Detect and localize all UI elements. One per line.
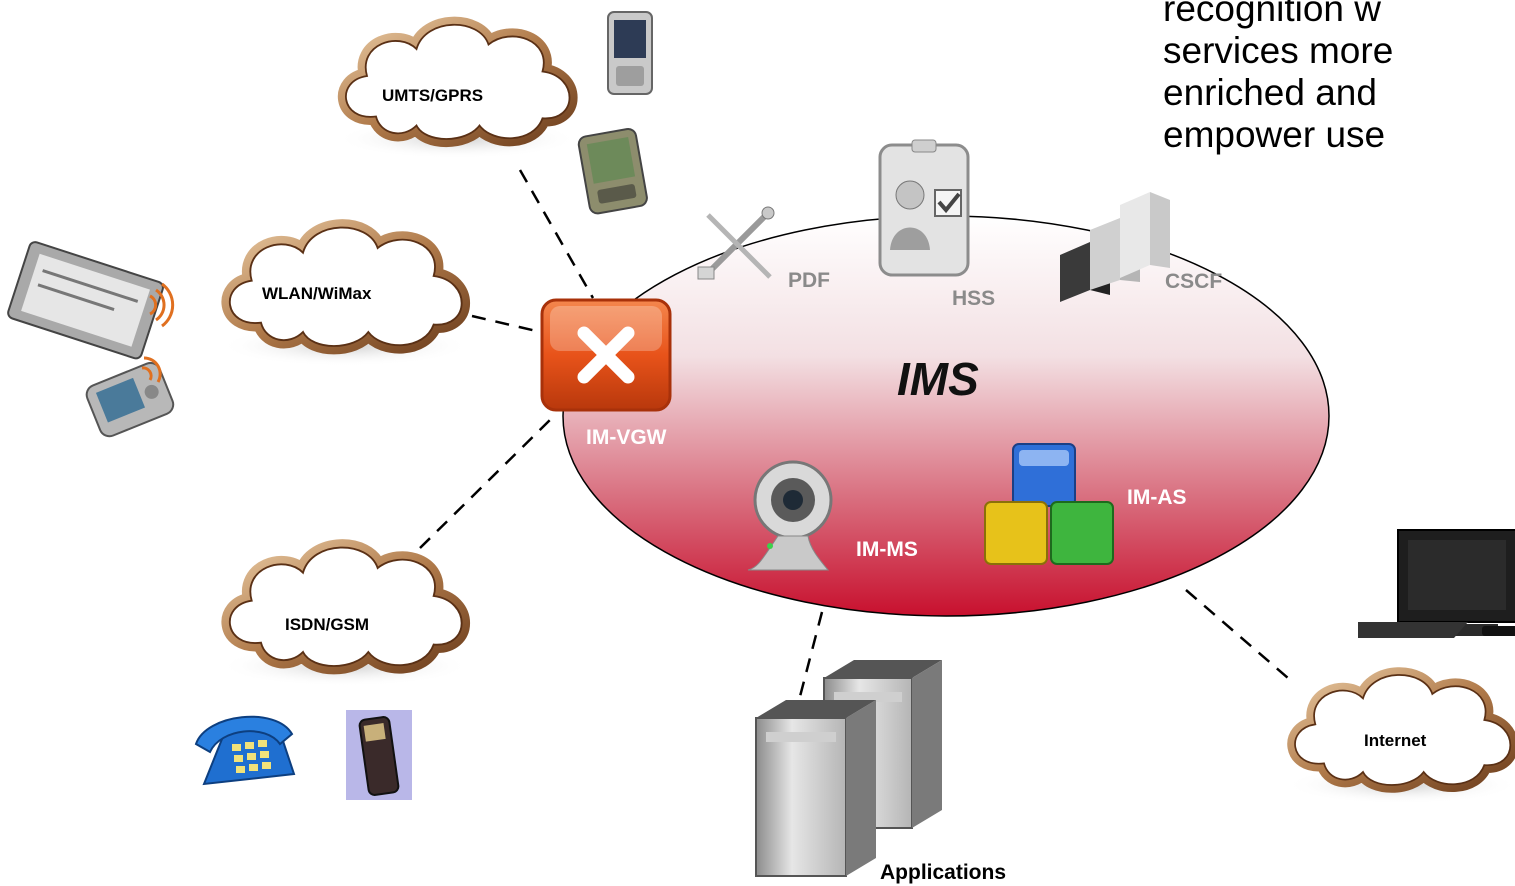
- hss-profile-icon: [878, 139, 970, 277]
- handheld-icon: [85, 361, 175, 438]
- smartphone-icon: [607, 11, 653, 95]
- network-internet-label: Internet: [1364, 731, 1427, 750]
- connector-applications: [795, 611, 824, 709]
- mobile-phone-icon: [346, 710, 412, 800]
- app-server-cubes-icon: [984, 443, 1114, 565]
- media-server-label: IM-MS: [856, 538, 918, 561]
- pdf-tools-icon: [697, 206, 775, 280]
- connector-internet: [1185, 589, 1289, 679]
- cscf-cubes-icon: [1060, 192, 1170, 302]
- connectors: [419, 169, 1289, 709]
- server-tower-icon: [755, 700, 876, 877]
- hss-label: HSS: [952, 287, 995, 310]
- intro-line: enriched and: [1163, 72, 1377, 113]
- intro-line: empower use: [1163, 114, 1386, 155]
- connector-isdn: [419, 417, 553, 549]
- intro-text: recognition w services more enriched and…: [1163, 0, 1515, 156]
- connector-umts: [518, 169, 595, 299]
- desktop-computer-icon: [1358, 529, 1515, 638]
- network-wlan-label: WLAN/WiMax: [262, 284, 372, 303]
- connector-wlan: [471, 314, 546, 335]
- tablet-icon: [7, 241, 164, 360]
- pdf-label: PDF: [788, 269, 830, 292]
- gateway-x-icon: [540, 298, 672, 412]
- cscf-label: CSCF: [1165, 270, 1222, 293]
- intro-line: recognition w: [1163, 0, 1382, 29]
- intro-line: services more: [1163, 30, 1394, 71]
- desk-phone-icon: [194, 715, 296, 786]
- network-isdn-label: ISDN/GSM: [285, 615, 369, 634]
- applications-label: Applications: [880, 861, 1006, 884]
- gateway-label: IM-VGW: [586, 426, 667, 449]
- ims-title: IMS: [897, 353, 979, 405]
- wireless-signal-icon: [149, 282, 175, 328]
- media-server-webcam-icon: [747, 460, 833, 571]
- wireless-signal-icon: [141, 356, 162, 383]
- network-umts-label: UMTS/GPRS: [382, 86, 483, 105]
- app-server-label: IM-AS: [1127, 486, 1187, 509]
- pda-icon: [577, 128, 648, 215]
